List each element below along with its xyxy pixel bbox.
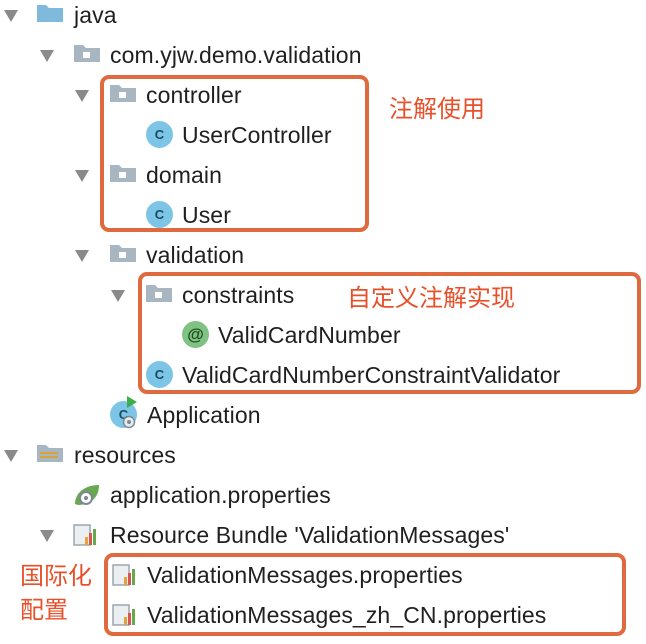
tree-node-constraints[interactable]: constraints	[0, 275, 646, 315]
java-class-icon: C	[146, 121, 173, 148]
tree-node-valid-card-number[interactable]: @ ValidCardNumber	[0, 315, 646, 355]
run-marker-icon	[127, 396, 137, 408]
tree-node-user-controller[interactable]: C UserController	[0, 115, 646, 155]
source-folder-icon	[37, 5, 63, 22]
tree-node-app-properties[interactable]: application.properties	[0, 475, 646, 515]
tree-node-messages-zh[interactable]: ValidationMessages_zh_CN.properties	[0, 595, 646, 635]
collapse-arrow-icon[interactable]	[40, 530, 54, 542]
highlight-box-i18n	[104, 553, 626, 636]
collapse-arrow-icon[interactable]	[40, 50, 54, 62]
highlight-box-usage	[100, 75, 369, 232]
collapse-arrow-icon[interactable]	[75, 90, 89, 102]
package-folder-icon	[74, 45, 100, 62]
collapse-arrow-icon[interactable]	[75, 170, 89, 182]
gear-icon	[122, 415, 136, 429]
tree-node-validation[interactable]: validation	[0, 235, 646, 275]
node-label-application: Application	[147, 402, 261, 428]
note-annotation-usage: 注解使用	[389, 96, 485, 123]
tree-node-user[interactable]: C User	[0, 195, 646, 235]
tree-node-validator[interactable]: C ValidCardNumberConstraintValidator	[0, 355, 646, 395]
node-label-resource-bundle: Resource Bundle 'ValidationMessages'	[110, 522, 510, 548]
java-class-icon: C	[146, 201, 173, 228]
node-label-messages-zh: ValidationMessages_zh_CN.properties	[147, 602, 547, 628]
note-i18n-line2: 配置	[20, 597, 68, 624]
node-label-resources: resources	[74, 442, 176, 468]
tree-node-domain[interactable]: domain	[0, 155, 646, 195]
node-label-user: User	[182, 202, 231, 228]
java-class-icon: C	[146, 361, 173, 388]
collapse-arrow-icon[interactable]	[4, 450, 18, 462]
node-label-package: com.yjw.demo.validation	[110, 42, 362, 68]
node-label-constraints: constraints	[182, 282, 295, 308]
node-label-messages: ValidationMessages.properties	[147, 562, 463, 588]
node-label-user-controller: UserController	[182, 122, 332, 148]
package-folder-icon	[110, 165, 136, 182]
node-label-java: java	[74, 2, 117, 28]
package-folder-icon	[146, 285, 172, 302]
tree-node-package[interactable]: com.yjw.demo.validation	[0, 35, 646, 75]
collapse-arrow-icon[interactable]	[75, 250, 89, 262]
tree-node-messages[interactable]: ValidationMessages.properties	[0, 555, 646, 595]
tree-node-java[interactable]: java	[0, 0, 646, 35]
spring-properties-icon	[75, 485, 99, 505]
node-label-valid-card-number: ValidCardNumber	[218, 322, 401, 348]
tree-node-resource-bundle[interactable]: Resource Bundle 'ValidationMessages'	[0, 515, 646, 555]
node-label-validation: validation	[146, 242, 245, 268]
annotation-icon: @	[182, 321, 209, 348]
resources-folder-icon	[37, 445, 63, 462]
resource-bundle-icon	[73, 524, 96, 546]
node-label-app-properties: application.properties	[110, 482, 331, 508]
highlight-box-custom	[138, 272, 641, 394]
tree-node-resources[interactable]: resources	[0, 435, 646, 475]
node-label-validator: ValidCardNumberConstraintValidator	[182, 362, 561, 388]
tree-node-application[interactable]: C Application	[0, 395, 646, 435]
collapse-arrow-icon[interactable]	[4, 10, 18, 22]
collapse-arrow-icon[interactable]	[111, 290, 125, 302]
package-folder-icon	[110, 85, 136, 102]
note-i18n-line1: 国际化	[20, 563, 92, 590]
properties-file-icon	[112, 604, 135, 626]
properties-file-icon	[112, 564, 135, 586]
tree-node-controller[interactable]: controller	[0, 75, 646, 115]
package-folder-icon	[110, 245, 136, 262]
note-custom-annotation: 自定义注解实现	[347, 285, 515, 312]
node-label-domain: domain	[146, 162, 223, 188]
node-label-controller: controller	[146, 82, 242, 108]
